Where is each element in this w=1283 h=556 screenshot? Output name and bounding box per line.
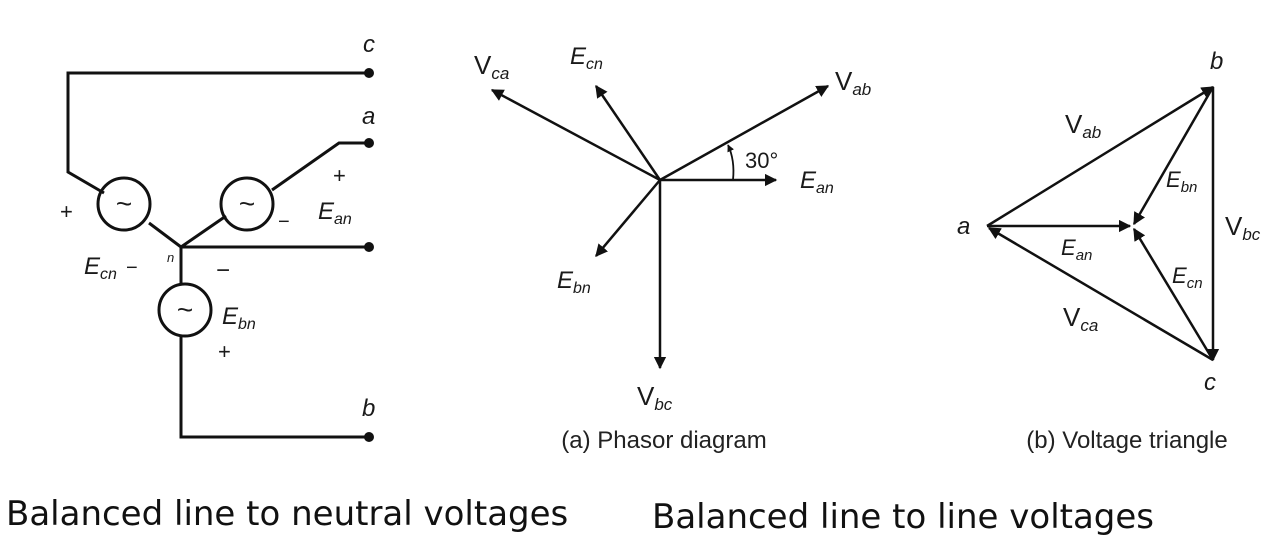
wire-n-an [180,214,227,249]
terminal-b [364,432,374,442]
source-bn-symbol: ~ [177,294,193,325]
caption-triangle: (b) Voltage triangle [1026,427,1227,454]
source-an [219,176,275,232]
polarity-bn-minus: − [216,257,230,284]
node-label-n: n [167,250,174,265]
label-E-an-phasor: Ean [800,167,834,197]
node-label-b: b [362,395,375,422]
vertex-label-c: c [1204,369,1216,396]
source-cn [96,176,152,232]
triangle-V-ab [986,85,1215,228]
wire-b [179,335,369,439]
label-E-bn-circuit: Ebn [222,303,256,333]
phasor-diagram: 30° Vca Ecn Vab Ean Ebn Vbc (a) Phasor d… [474,43,871,454]
source-bn [157,282,213,338]
polarity-an-plus: + [333,163,346,188]
polarity-cn-plus: + [60,199,73,224]
terminal-c [364,68,374,78]
label-E-cn-phasor: Ecn [570,43,603,73]
title-line-to-line: Balanced line to line voltages [652,497,1155,537]
source-cn-symbol: ~ [116,188,132,219]
terminal-n [364,242,374,252]
title-line-to-neutral: Balanced line to neutral voltages [6,494,569,534]
source-an-symbol: ~ [239,188,255,219]
node-label-c: c [363,31,375,58]
polarity-bn-plus: + [218,339,231,364]
wire-a [271,141,369,192]
phasor-V-ab [659,84,830,182]
phasor-E-bn [595,179,661,257]
triangle-E-bn [1132,86,1215,226]
label-E-cn-circuit: Ecn [84,253,117,283]
angle-arc [727,144,735,181]
triangle-V-ca [987,226,1214,362]
label-V-ab-triangle: Vab [1065,109,1101,142]
terminal-a [364,138,374,148]
triangle-E-cn [1132,227,1215,361]
wire-c [66,71,369,195]
polarity-an-minus: − [278,211,290,233]
wire-n-cn [148,221,182,249]
label-V-ca-phasor: Vca [474,50,509,83]
phasor-E-cn [594,84,662,181]
label-V-ca-triangle: Vca [1063,302,1098,335]
vertex-label-a: a [957,213,970,240]
phasor-V-ca [490,88,661,182]
wye-circuit: ~ ~ ~ c a b n + − + − − + Ean Ecn Ebn [60,31,375,442]
label-E-bn-phasor: Ebn [557,267,591,297]
label-V-bc-phasor: Vbc [637,381,673,414]
node-label-a: a [362,103,375,130]
polarity-cn-minus: − [126,257,138,279]
label-V-ab-phasor: Vab [835,66,871,99]
label-E-an-triangle: Ean [1061,235,1092,264]
label-E-cn-triangle: Ecn [1172,263,1203,292]
voltage-triangle: a b c Vab Vbc Vca Ean Ebn Ecn (b) Voltag… [957,48,1261,454]
caption-phasor: (a) Phasor diagram [561,427,766,454]
label-E-an-circuit: Ean [318,198,352,228]
angle-label: 30° [745,148,778,173]
vertex-label-b: b [1210,48,1223,75]
label-E-bn-triangle: Ebn [1166,167,1197,196]
label-V-bc-triangle: Vbc [1225,211,1261,244]
